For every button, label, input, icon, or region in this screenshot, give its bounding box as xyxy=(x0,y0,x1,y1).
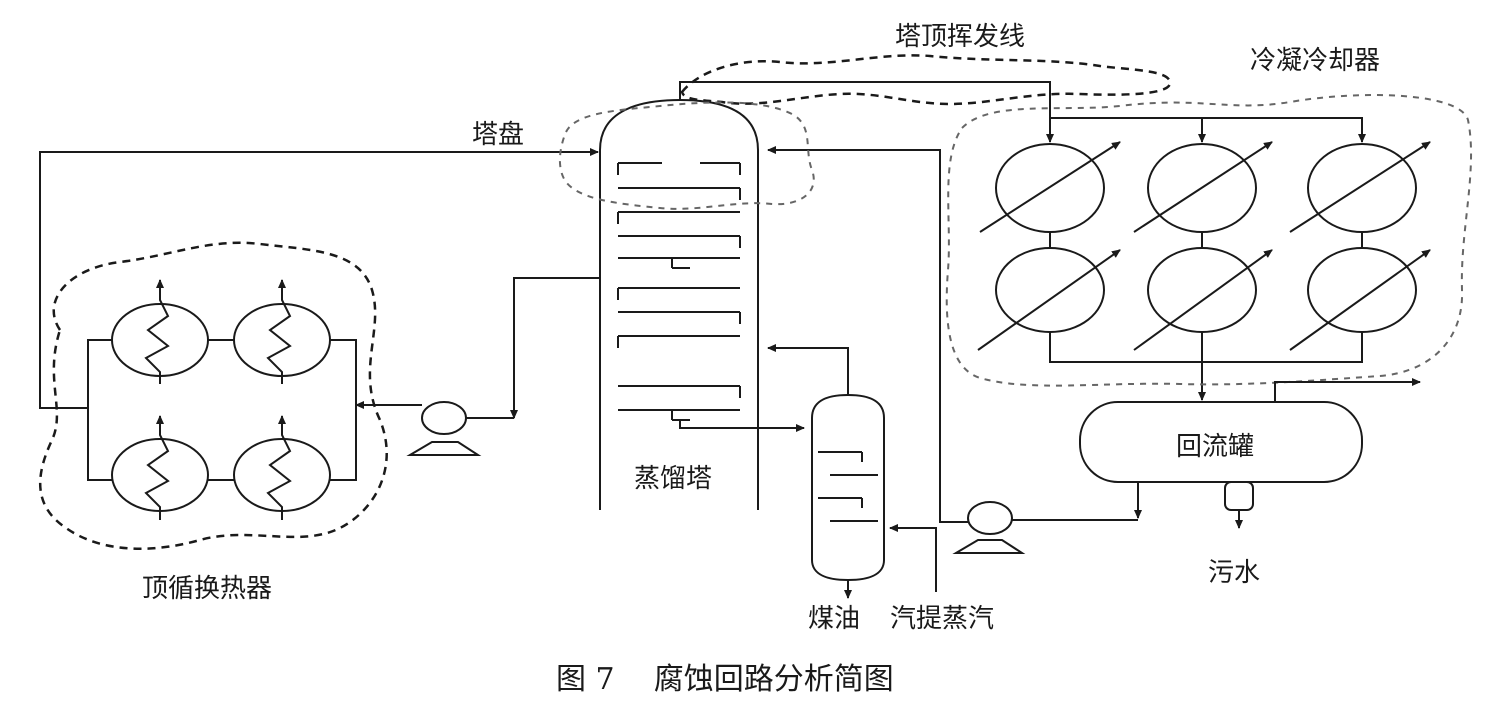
figure-caption: 图 7 腐蚀回路分析简图 xyxy=(556,654,894,698)
top-circulation-exchanger-boundary xyxy=(38,241,388,550)
figure-number: 图 7 xyxy=(556,662,615,697)
reflux-return-line xyxy=(767,146,1138,523)
condenser-cooler-label: 冷凝冷却器 xyxy=(1250,46,1381,76)
condenser-cooler-boundary xyxy=(945,94,1473,387)
distillation-column xyxy=(599,98,759,510)
condenser-unit xyxy=(1307,247,1417,333)
overhead-vapor-line xyxy=(679,81,1366,143)
distillation-column-label: 蒸馏塔 xyxy=(634,464,713,494)
condenser-unit xyxy=(1147,247,1257,333)
stripping-steam-label: 汽提蒸汽 xyxy=(890,604,995,634)
condenser-unit xyxy=(995,247,1105,333)
overhead-vapor-line-label: 塔顶挥发线 xyxy=(895,22,1026,52)
kerosene-label: 煤油 xyxy=(808,604,861,634)
reflux-pump xyxy=(952,501,1026,554)
condenser-cooler-bank xyxy=(977,141,1431,401)
sewage-label: 污水 xyxy=(1208,558,1261,588)
top-circulation-lines xyxy=(39,148,600,481)
tray-label: 塔盘 xyxy=(472,120,525,150)
side-stripper-lines xyxy=(679,344,937,599)
column-trays xyxy=(617,162,741,421)
reflux-drum-label: 回流罐 xyxy=(1176,432,1255,462)
overhead-vapor-line-boundary xyxy=(680,54,1172,106)
figure-title: 腐蚀回路分析简图 xyxy=(653,662,894,697)
reflux-drum xyxy=(1079,378,1421,529)
side-stripper xyxy=(811,393,885,582)
top-circulation-exchanger-label: 顶循换热器 xyxy=(142,574,273,604)
condenser-unit xyxy=(1307,143,1417,233)
top-circulation-pump xyxy=(406,401,482,456)
cooling-water-arrows xyxy=(977,141,1431,351)
top-circulation-exchanger-bank xyxy=(111,279,331,520)
